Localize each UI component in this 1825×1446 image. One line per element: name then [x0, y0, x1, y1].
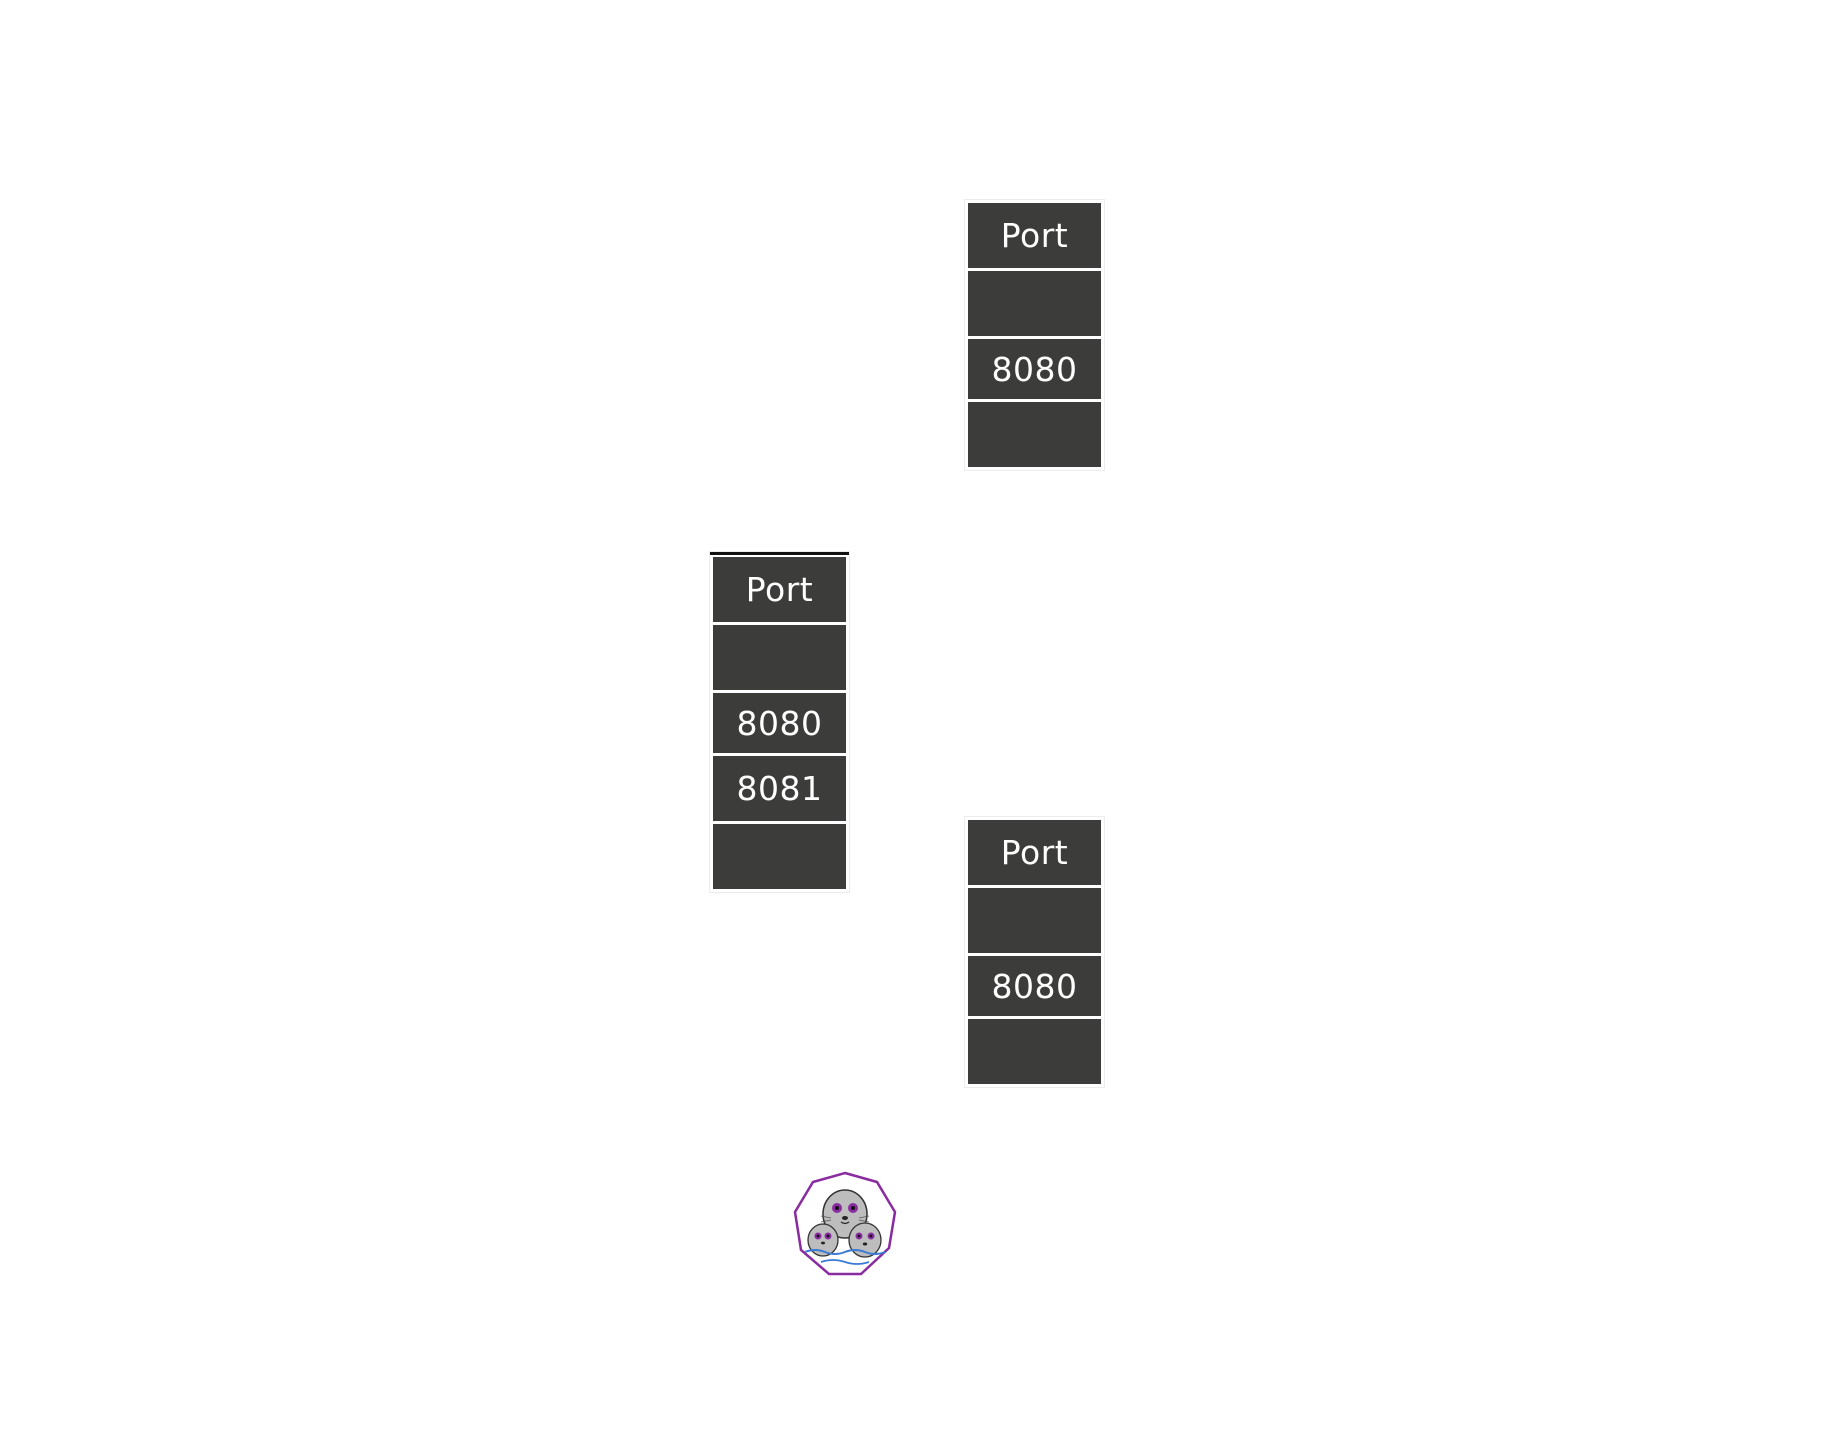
- port-header: Port: [713, 557, 846, 622]
- port-row-8080[interactable]: 8080: [968, 339, 1101, 399]
- port-header: Port: [968, 203, 1101, 268]
- port-row-empty[interactable]: [713, 625, 846, 690]
- port-table-bottom[interactable]: Port 8080: [964, 816, 1105, 1088]
- port-table-left[interactable]: Port 8080 8081: [709, 551, 850, 893]
- port-row-empty[interactable]: [968, 888, 1101, 953]
- port-row-empty[interactable]: [968, 402, 1101, 467]
- port-header: Port: [968, 820, 1101, 885]
- port-row-empty[interactable]: [968, 1019, 1101, 1084]
- port-row-8081[interactable]: 8081: [713, 756, 846, 821]
- port-row-8080[interactable]: 8080: [713, 693, 846, 753]
- port-table-top[interactable]: Port 8080: [964, 199, 1105, 471]
- port-row-empty[interactable]: [968, 271, 1101, 336]
- port-row-empty[interactable]: [713, 824, 846, 889]
- port-row-8080[interactable]: 8080: [968, 956, 1101, 1016]
- podman-seals-icon[interactable]: [791, 1170, 899, 1278]
